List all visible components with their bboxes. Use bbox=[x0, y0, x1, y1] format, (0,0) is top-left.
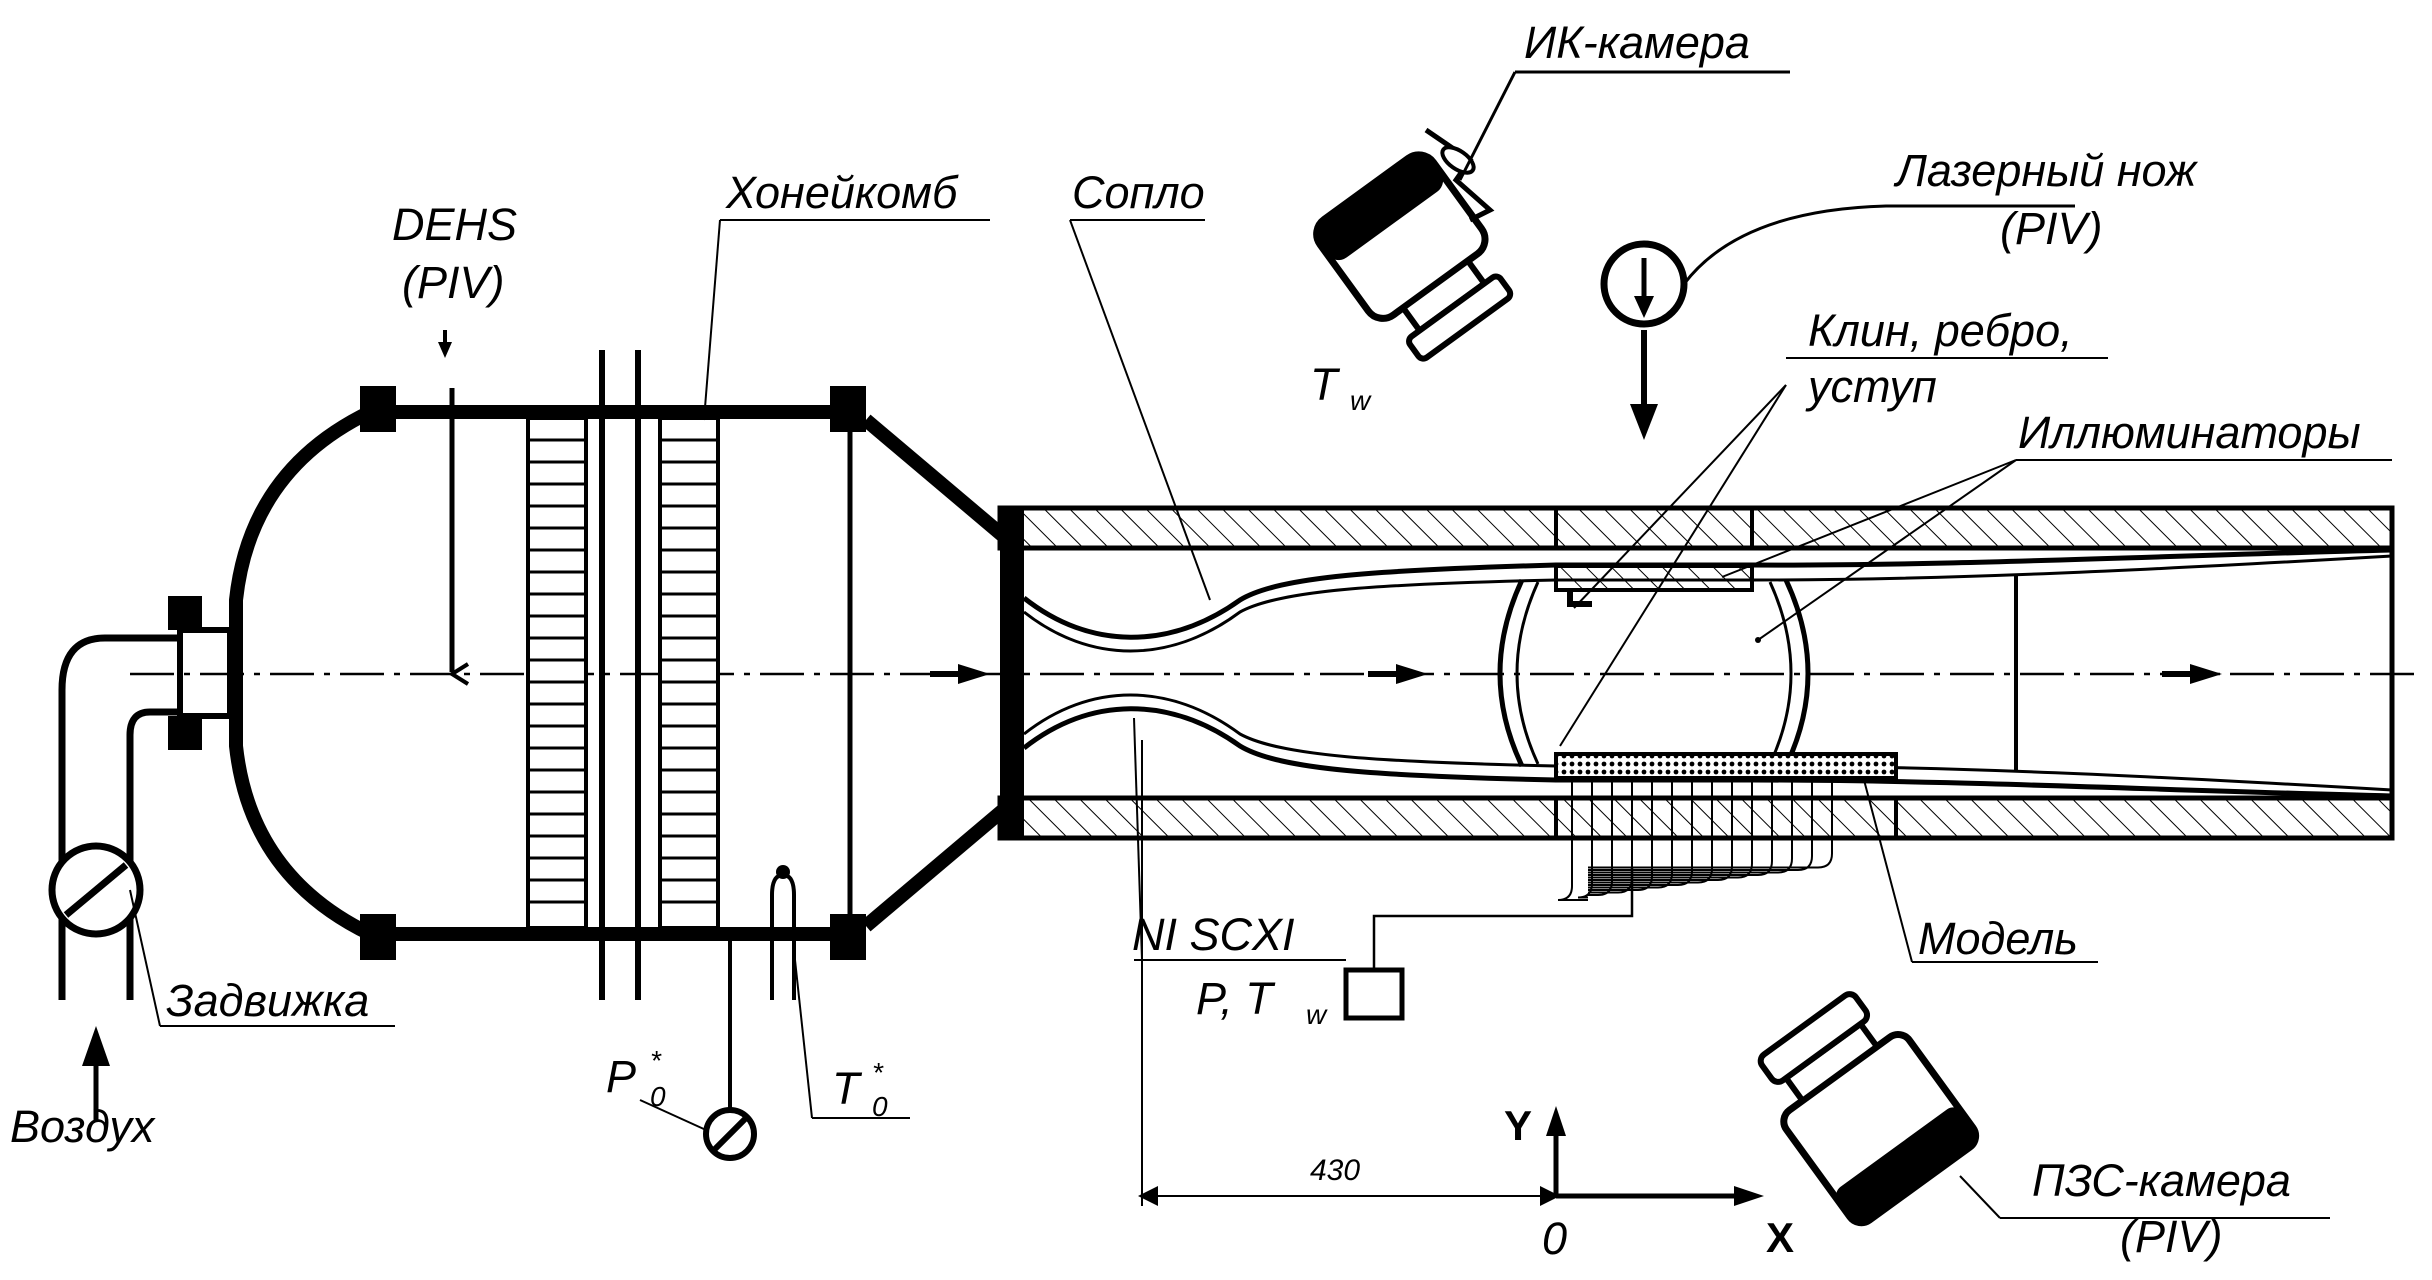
illuminators-label: Иллюминаторы bbox=[2018, 407, 2361, 458]
air-label: Воздух bbox=[10, 1101, 156, 1152]
honeycomb-block-2 bbox=[658, 416, 720, 930]
air-inlet-arrow bbox=[82, 1026, 110, 1120]
coordinate-axes bbox=[1546, 1106, 1764, 1206]
upper-insert bbox=[1554, 564, 1754, 607]
air-supply-pipe bbox=[58, 596, 233, 1000]
t-w-camera-sub: w bbox=[1350, 385, 1372, 416]
p-tw-label: P, T bbox=[1196, 973, 1276, 1024]
ir-camera-mount bbox=[1424, 70, 1790, 223]
axis-x-label: X bbox=[1766, 1214, 1794, 1261]
ir-camera-icon bbox=[1313, 151, 1514, 362]
origin-label: 0 bbox=[1542, 1213, 1567, 1264]
valve-icon bbox=[48, 842, 144, 938]
ccd-camera-piv-label: (PIV) bbox=[2120, 1211, 2223, 1262]
dehs-piv-label: (PIV) bbox=[402, 257, 505, 308]
ccd-camera-label: ПЗС-камера bbox=[2032, 1155, 2291, 1206]
dimension-430 bbox=[1138, 740, 1560, 1206]
pressure-tap-lines bbox=[1557, 778, 1833, 901]
pressure-tap-line bbox=[1557, 778, 1588, 901]
leader-lines bbox=[129, 219, 2392, 1219]
p0-label: P bbox=[606, 1051, 636, 1102]
wedge-label-1: Клин, ребро, bbox=[1808, 305, 2073, 356]
dehs-injector bbox=[438, 330, 470, 686]
t-w-camera-label: T bbox=[1310, 359, 1341, 410]
honeycomb-block-1 bbox=[526, 416, 588, 930]
t0-sub: 0 bbox=[872, 1091, 888, 1122]
dehs-label: DEHS bbox=[392, 199, 517, 250]
illuminators bbox=[1497, 575, 2018, 772]
flow-arrows bbox=[930, 664, 2222, 684]
t0-label: T bbox=[832, 1063, 863, 1114]
separator-plates bbox=[599, 350, 641, 1000]
t0-temperature-probe bbox=[770, 865, 910, 1119]
nozzle-contour bbox=[1022, 547, 2393, 799]
nozzle-label: Сопло bbox=[1072, 167, 1205, 218]
ik-camera-label: ИК-камера bbox=[1524, 17, 1750, 68]
model-label: Модель bbox=[1918, 913, 2078, 964]
pressure-tap-line bbox=[1588, 778, 1833, 869]
t0-sup: * bbox=[872, 1057, 884, 1088]
laser-knife-piv-label: (PIV) bbox=[2000, 203, 2103, 254]
laser-knife-icon bbox=[1600, 204, 2075, 440]
p0-sub: 0 bbox=[650, 1081, 666, 1112]
ni-scxi-label: NI SCXI bbox=[1132, 909, 1295, 960]
p0-pressure-probe bbox=[639, 934, 757, 1161]
p0-sup: * bbox=[650, 1045, 662, 1076]
dimension-430-label: 430 bbox=[1310, 1154, 1360, 1187]
ccd-camera-icon bbox=[1757, 991, 1980, 1227]
ni-scxi-box bbox=[1343, 868, 1634, 1021]
valve-label: Задвижка bbox=[166, 975, 369, 1026]
axis-y-label: Y bbox=[1504, 1102, 1532, 1149]
wedge-label-2: уступ bbox=[1805, 361, 1937, 412]
honeycomb-label: Хонейкомб bbox=[725, 167, 959, 218]
model bbox=[1554, 752, 1898, 780]
laser-knife-label: Лазерный нож bbox=[1893, 145, 2199, 196]
p-tw-sub: w bbox=[1306, 999, 1328, 1030]
